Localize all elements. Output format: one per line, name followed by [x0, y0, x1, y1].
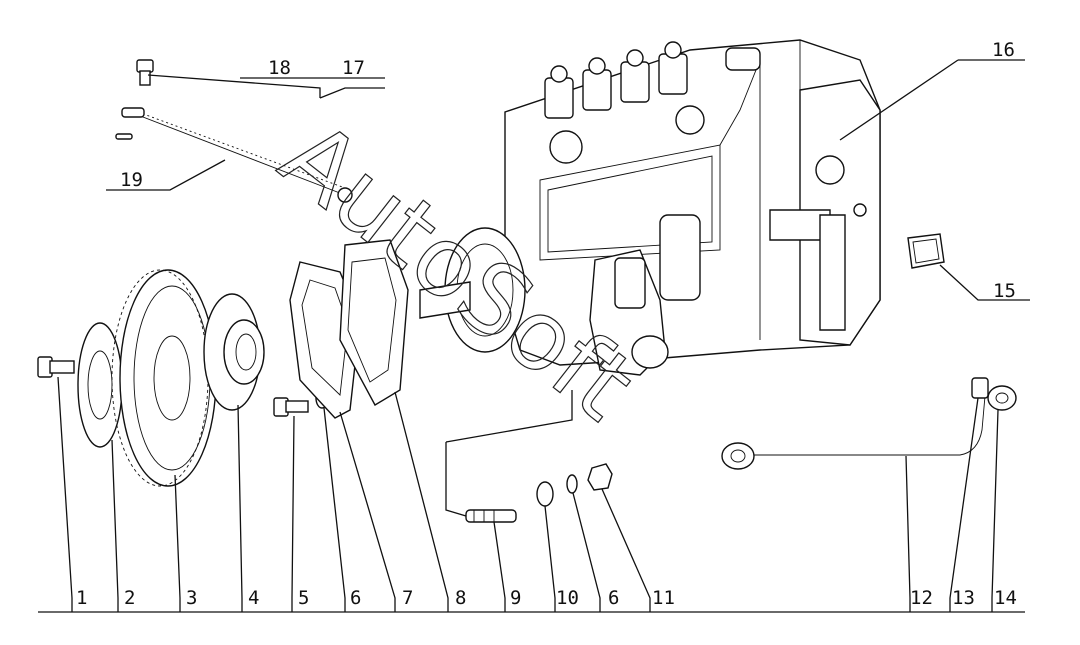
washer-plate-2 [77, 322, 123, 448]
label-17: 17 [342, 57, 365, 79]
label-13: 13 [952, 587, 975, 609]
bolt-1 [37, 356, 75, 378]
label-12: 12 [910, 587, 933, 609]
flange-plate-8 [339, 239, 409, 406]
label-3: 3 [186, 587, 197, 609]
label-7: 7 [402, 587, 413, 609]
spacer-10 [536, 481, 554, 507]
oil-pipe-12 [721, 395, 986, 470]
label-1: 1 [76, 587, 87, 609]
label-18: 18 [268, 57, 291, 79]
screw-18 [136, 59, 154, 86]
label-15: 15 [993, 280, 1016, 302]
hub-4 [203, 293, 265, 411]
washer-6b [566, 474, 578, 494]
bolt-5 [273, 397, 309, 417]
label-2: 2 [124, 587, 135, 609]
label-14: 14 [994, 587, 1017, 609]
label-11: 11 [652, 587, 675, 609]
cover-plate-15 [907, 233, 945, 269]
banjo-fitting-14 [987, 385, 1017, 411]
label-19: 19 [120, 169, 143, 191]
label-5: 5 [298, 587, 309, 609]
stud-9 [465, 509, 517, 523]
drive-gear-3 [111, 269, 217, 487]
injection-pump-body [419, 39, 881, 376]
label-10: 10 [556, 587, 579, 609]
label-4: 4 [248, 587, 259, 609]
label-6b: 6 [608, 587, 619, 609]
nut-11 [587, 463, 613, 491]
banjo-bolt-13 [971, 377, 989, 399]
label-6a: 6 [350, 587, 361, 609]
spring-rod-19 [115, 107, 353, 203]
label-8: 8 [455, 587, 466, 609]
delivery-valves [544, 41, 688, 119]
part-number-labels: 1 2 3 4 5 6 7 8 9 10 6 11 12 13 14 15 16… [76, 39, 1017, 609]
leader-lines [38, 59, 1030, 613]
label-9: 9 [510, 587, 521, 609]
label-16: 16 [992, 39, 1015, 61]
